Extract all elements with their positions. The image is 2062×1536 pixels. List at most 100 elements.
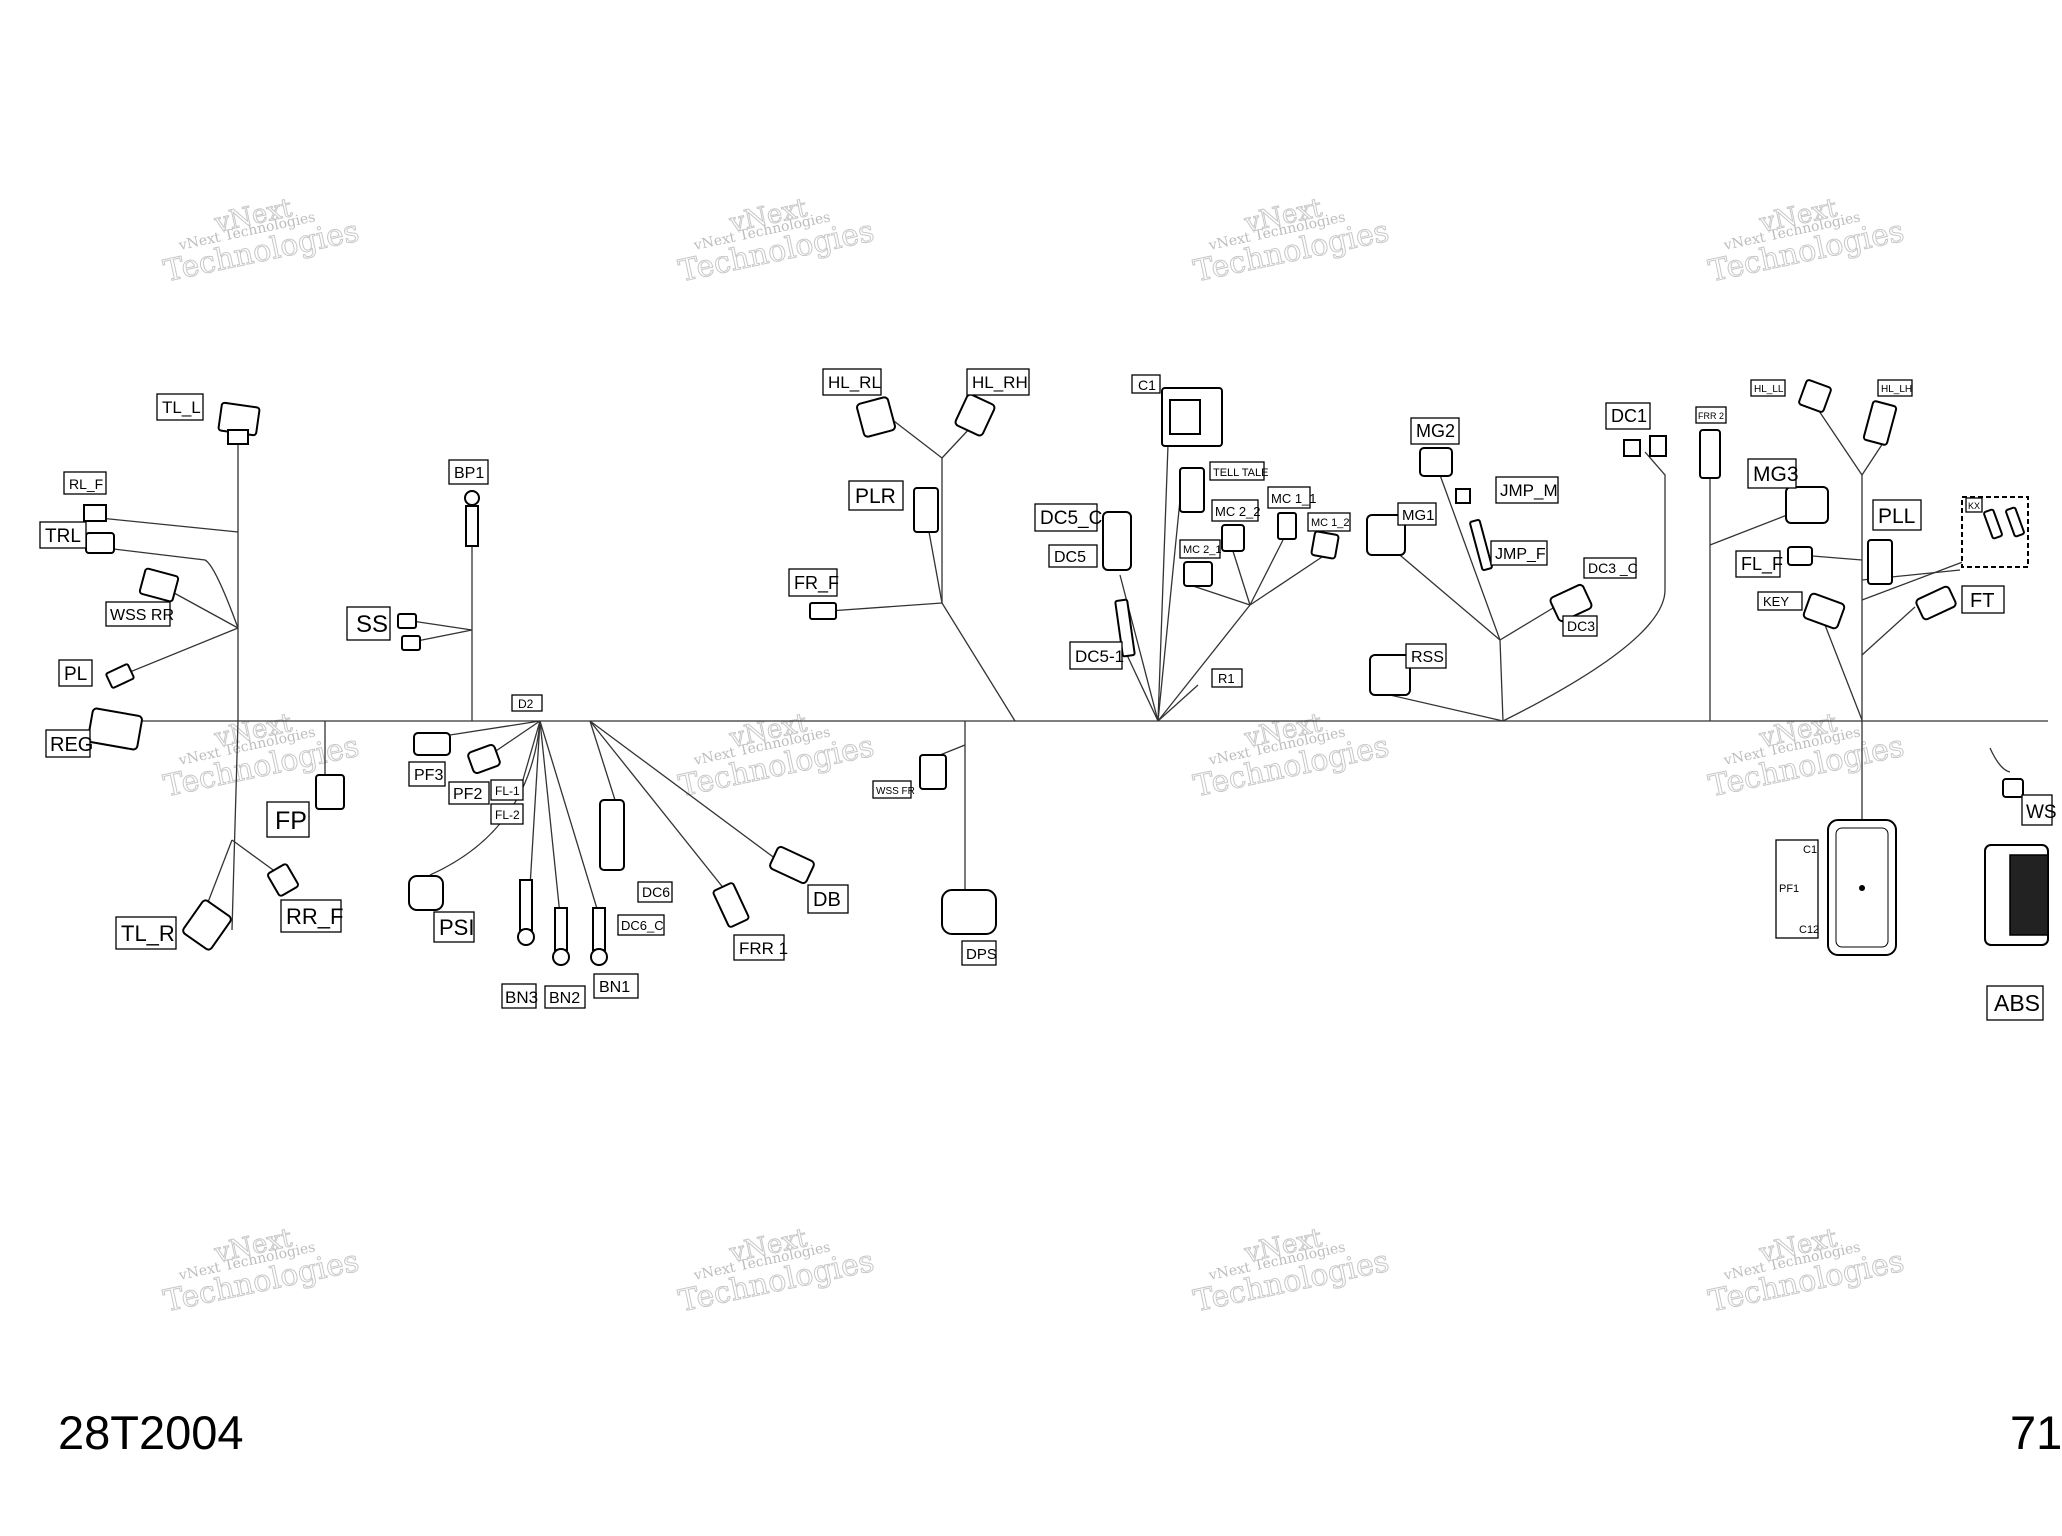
connector-kx-2: [2005, 506, 2025, 538]
label-dc5-c: DC5_C: [1034, 503, 1102, 532]
svg-text:HL_LH: HL_LH: [1881, 384, 1912, 395]
svg-text:PF3: PF3: [414, 767, 443, 784]
label-dc5: DC5: [1048, 544, 1098, 568]
label-fr-f: FR_F: [788, 568, 839, 597]
label-bp1: BP1: [448, 459, 489, 485]
label-pf2: PF2: [448, 781, 490, 805]
connector-hl-ll: [1798, 379, 1832, 413]
svg-text:DB: DB: [813, 889, 841, 911]
svg-text:FP: FP: [275, 807, 307, 835]
connector-db: [769, 845, 815, 885]
svg-text:MG2: MG2: [1416, 421, 1455, 441]
connector-wss-fr: [919, 754, 947, 790]
connector-pl: [105, 663, 135, 689]
connector-dc6: [599, 799, 625, 871]
connector-jmp-m: [1455, 488, 1471, 504]
svg-text:PSI: PSI: [439, 915, 474, 940]
label-tell-tale: TELL TALE: [1209, 461, 1268, 481]
connector-tl-r: [182, 899, 232, 951]
label-mg3: MG3: [1747, 458, 1799, 489]
label-ecu-c1: C1: [1803, 844, 1817, 856]
label-dc3-c: DC3 _C: [1583, 557, 1638, 579]
svg-text:R1: R1: [1218, 671, 1235, 686]
svg-text:DPS: DPS: [966, 946, 997, 963]
svg-text:MC 1_2: MC 1_2: [1311, 517, 1350, 529]
connector-ss-2: [401, 635, 421, 651]
label-bn2: BN2: [544, 985, 586, 1009]
label-mc1-1: MC 1_1: [1267, 486, 1317, 509]
svg-text:MC 2_1: MC 2_1: [1183, 544, 1222, 556]
connector-frr1: [712, 882, 750, 928]
label-bn1: BN1: [593, 973, 639, 999]
svg-text:SS: SS: [356, 611, 388, 638]
label-key: KEY: [1757, 591, 1803, 611]
label-rss: RSS: [1405, 643, 1447, 669]
label-dc6-c: DC6_C: [617, 914, 665, 936]
svg-text:DC3 _C: DC3 _C: [1588, 560, 1638, 576]
label-jmp-f: JMP_F: [1490, 540, 1548, 566]
label-frr2: FRR 2: [1695, 406, 1727, 424]
label-mc2-2: MC 2_2: [1211, 499, 1261, 522]
label-bn3: BN3: [501, 983, 538, 1009]
connector-pf3: [413, 732, 451, 756]
svg-text:TELL TALE: TELL TALE: [1213, 467, 1268, 479]
label-r1: R1: [1211, 668, 1243, 688]
label-rl-f: RL_F: [63, 471, 107, 495]
label-dc1: DC1: [1605, 402, 1651, 430]
connector-ws: [2002, 778, 2024, 798]
document-code: 28T2004: [58, 1406, 244, 1459]
label-fl-f: FL_F: [1735, 550, 1783, 578]
label-abs: ABS: [1986, 985, 2044, 1021]
svg-text:D2: D2: [518, 697, 534, 711]
svg-text:PF2: PF2: [453, 786, 482, 803]
connector-mc1-2: [1310, 530, 1340, 560]
svg-text:MG1: MG1: [1402, 507, 1435, 524]
svg-text:DC3: DC3: [1567, 618, 1595, 634]
svg-text:DC6: DC6: [642, 884, 670, 900]
connector-ss-1: [397, 613, 417, 629]
label-hl-lh: HL_LH: [1877, 379, 1913, 397]
connector-ft: [1915, 585, 1957, 621]
label-hl-ll: HL_LL: [1750, 379, 1786, 397]
connector-dc3: [1549, 583, 1593, 623]
connector-c1: [1161, 387, 1223, 447]
label-dc3: DC3: [1562, 615, 1598, 637]
connector-mc2-1: [1183, 561, 1213, 587]
connector-mg3: [1785, 486, 1829, 524]
svg-text:ABS: ABS: [1994, 990, 2040, 1016]
label-mc2-1: MC 2_1: [1179, 539, 1222, 559]
svg-text:DC5-1: DC5-1: [1075, 647, 1124, 666]
connector-pf2: [467, 744, 501, 774]
label-pl: PL: [58, 659, 93, 687]
label-hl-rl: HL_RL: [822, 368, 882, 396]
svg-text:TL_L: TL_L: [162, 398, 201, 417]
svg-text:FR_F: FR_F: [794, 573, 839, 594]
svg-text:BP1: BP1: [454, 465, 484, 482]
label-db: DB: [807, 884, 849, 914]
svg-text:C1: C1: [1138, 377, 1156, 393]
connector-hl-lh: [1862, 400, 1898, 446]
connector-rl-f: [83, 504, 107, 522]
label-fp: FP: [266, 801, 310, 838]
connector-rr-f: [267, 863, 299, 897]
label-d2: D2: [511, 694, 543, 712]
label-fl-1: FL-1: [490, 779, 524, 801]
page-number: 71: [2010, 1406, 2062, 1459]
svg-text:PLR: PLR: [855, 485, 896, 508]
connector-wss-rr: [138, 567, 180, 603]
connector-frr2: [1699, 429, 1721, 479]
svg-text:HL_RL: HL_RL: [828, 373, 881, 392]
label-ws: WS: [2021, 794, 2057, 826]
connector-tell-tale: [1179, 467, 1205, 513]
svg-text:MC 1_1: MC 1_1: [1271, 491, 1317, 506]
svg-text:FL-1: FL-1: [495, 784, 520, 798]
label-mg1: MG1: [1397, 502, 1437, 526]
connector-fl-f: [1787, 546, 1813, 566]
connector-dc5-1: [1114, 598, 1136, 658]
connector-mg2: [1419, 447, 1453, 477]
svg-text:HL_LL: HL_LL: [1754, 384, 1784, 395]
svg-text:DC6_C: DC6_C: [621, 918, 664, 933]
connector-fp: [315, 774, 345, 810]
label-dc5-1: DC5-1: [1069, 641, 1124, 670]
